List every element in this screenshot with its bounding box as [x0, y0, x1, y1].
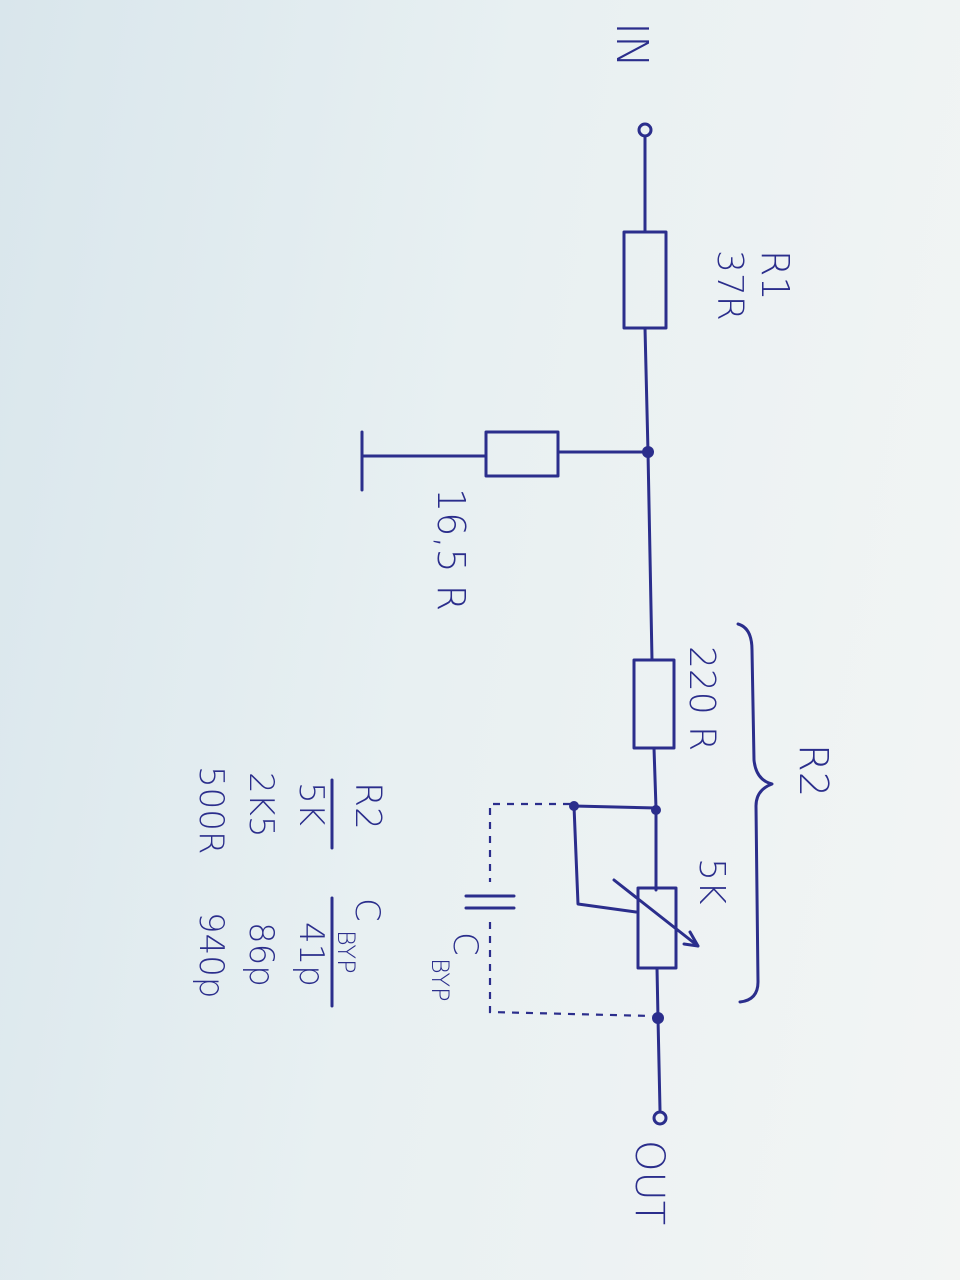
- table-header-c-sub: BYP: [332, 930, 360, 974]
- shunt-resistor: [484, 430, 560, 478]
- bypass-capacitor: [464, 894, 516, 910]
- table-row-r2: 5K: [291, 782, 331, 826]
- potentiometer-arrow-icon: [612, 878, 700, 948]
- table-row-c: 41p: [291, 922, 331, 987]
- wire-r1-junction: [643, 326, 650, 454]
- r2-fixed-value-label: 220 R: [681, 646, 722, 751]
- r1-resistor: [622, 230, 668, 330]
- shunt-value-label: 16,5 R: [429, 488, 473, 611]
- r1-name-label: R1: [753, 250, 797, 301]
- input-label: IN: [606, 22, 657, 68]
- r2-group-label: R2: [790, 744, 836, 797]
- output-terminal: [652, 1110, 668, 1126]
- bypass-capacitor-label: C: [445, 932, 485, 956]
- r2-fixed-resistor: [632, 658, 676, 750]
- wiper-dot: [569, 801, 579, 811]
- wire-pot-out: [655, 966, 662, 1112]
- table-header-c: C: [347, 898, 387, 922]
- wire-junction-r2: [646, 450, 654, 662]
- table-header-r2: R2: [347, 782, 388, 830]
- wiper-link: [572, 804, 658, 914]
- output-junction-dot: [652, 1012, 664, 1024]
- table-row-c: 940p: [191, 912, 231, 998]
- bypass-wire-top: [488, 802, 570, 882]
- table-row-r2: 500R: [191, 766, 231, 855]
- output-label: OUT: [626, 1140, 672, 1225]
- r1-value-label: 37R: [709, 250, 750, 321]
- table-row-c: 86p: [241, 922, 281, 987]
- bypass-wire-bottom: [488, 922, 653, 1018]
- r2-pot-value-label: 5K: [691, 858, 732, 905]
- r2-group-brace: [736, 622, 774, 1004]
- bypass-capacitor-sub-label: BYP: [426, 958, 454, 1002]
- input-terminal: [637, 122, 653, 138]
- value-table: R2 C BYP 5K 41p 2K5 86p 500R 940p: [191, 766, 388, 1008]
- wire-r2-pot: [652, 746, 658, 892]
- table-row-r2: 2K5: [241, 772, 281, 838]
- r2-potentiometer: [636, 886, 678, 970]
